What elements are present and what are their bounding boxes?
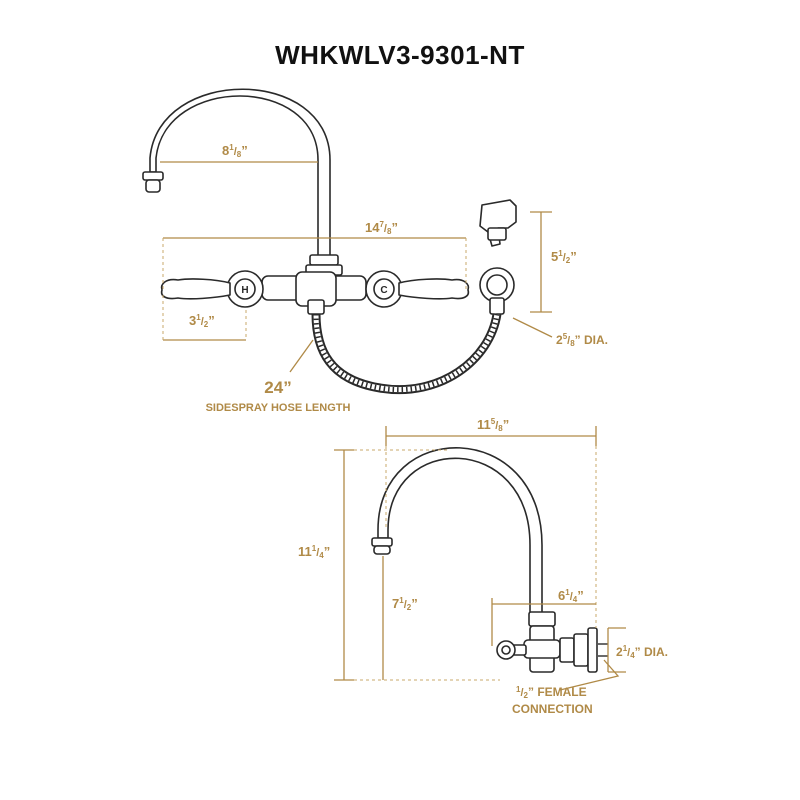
spout	[149, 88, 331, 263]
dim-sprayer-height: 51/2”	[551, 249, 577, 265]
hot-lever	[160, 278, 231, 300]
dim-overall-width: 147/8”	[365, 220, 398, 236]
dim-sprayer-dia: 25/8” DIA.	[556, 332, 608, 348]
side-view-faucet	[371, 447, 608, 673]
hose-length-label: SIDESPRAY HOSE LENGTH	[206, 402, 351, 414]
dim-flange-dia: 21/4” DIA.	[616, 644, 668, 660]
front-view-faucet	[142, 88, 517, 394]
spout-tip	[142, 171, 164, 181]
dim-spout-height: 71/2”	[392, 596, 418, 612]
wall-flange	[587, 627, 598, 673]
side-view-dimension-lines	[334, 426, 626, 691]
dim-hose-length: 24”	[264, 378, 291, 397]
product-title: WHKWLV3-9301-NT	[275, 40, 525, 70]
dim-spout-reach-side: 115/8”	[477, 417, 509, 433]
side-spout	[377, 447, 543, 619]
dim-spout-reach-top: 81/8”	[222, 143, 248, 159]
female-connection-label-line2: CONNECTION	[512, 702, 593, 716]
sidespray-hose	[311, 313, 502, 394]
front-view-dimension-lines	[160, 161, 553, 373]
dim-wall-to-spout: 61/4”	[558, 588, 584, 604]
dim-handle-offset: 31/2”	[189, 313, 215, 329]
dim-overall-height: 111/4”	[298, 544, 330, 560]
cold-marker: C	[380, 285, 387, 296]
female-connection-label-line1: 1/2” FEMALE	[516, 685, 587, 700]
cold-lever	[398, 278, 470, 300]
hot-marker: H	[241, 285, 248, 296]
